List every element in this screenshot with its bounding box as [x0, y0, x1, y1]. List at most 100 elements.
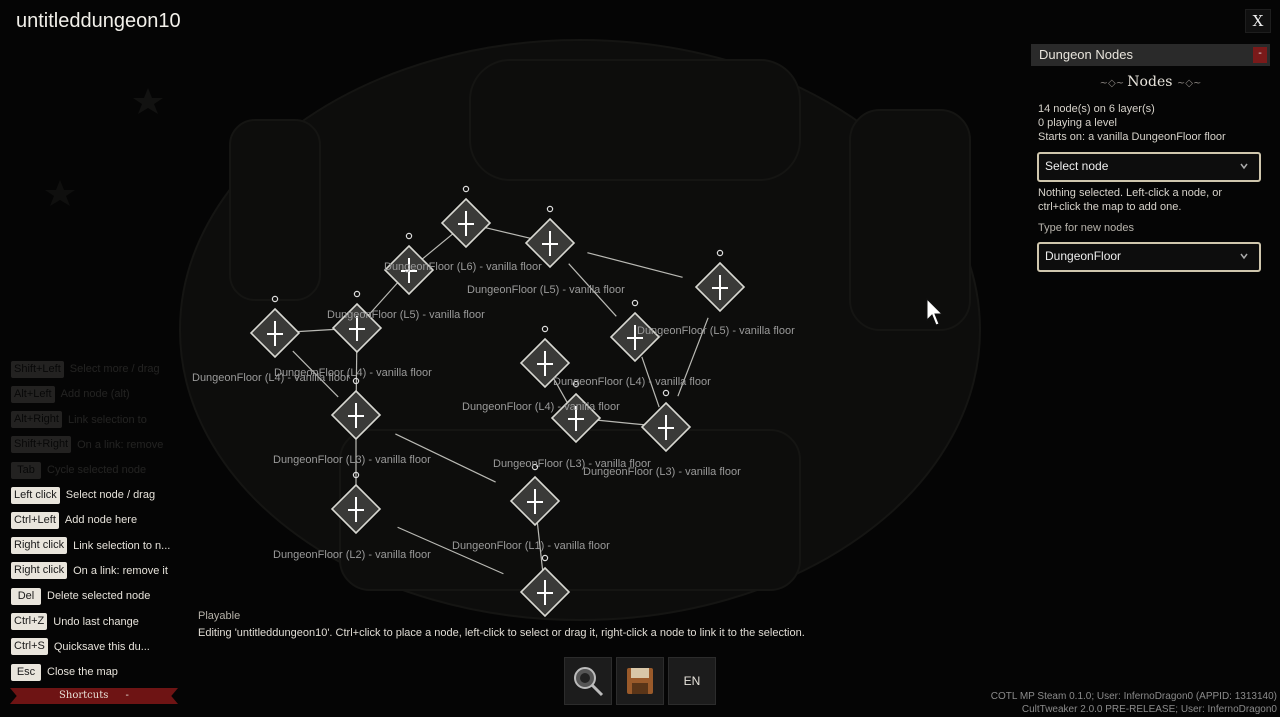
window-title: untitleddungeon10 — [16, 10, 181, 32]
dungeon-node[interactable] — [550, 380, 602, 444]
node-handle[interactable] — [352, 377, 360, 385]
shortcut-description: Select node / drag — [65, 489, 156, 501]
shortcut-key: Alt+Left — [11, 385, 55, 403]
dungeon-node[interactable] — [383, 232, 435, 296]
node-link[interactable] — [595, 419, 647, 426]
node-handle[interactable] — [662, 389, 670, 397]
node-link[interactable] — [536, 520, 544, 573]
shortcuts-banner[interactable]: Shortcuts - — [10, 688, 178, 704]
version-line-1: COTL MP Steam 0.1.0; User: InfernoDragon… — [990, 691, 1277, 702]
dungeon-node[interactable] — [609, 299, 661, 363]
dungeon-node[interactable] — [509, 463, 561, 527]
node-handle[interactable] — [541, 554, 549, 562]
dungeon-node[interactable] — [694, 249, 746, 313]
node-link[interactable] — [677, 317, 709, 397]
node-handle[interactable] — [541, 325, 549, 333]
node-link[interactable] — [292, 350, 339, 398]
node-handle[interactable] — [405, 232, 413, 240]
node-link[interactable] — [397, 526, 504, 575]
node-label: DungeonFloor (L4) - vanilla floor — [553, 376, 711, 388]
shortcut-description: Undo last change — [53, 615, 139, 628]
inspect-icon — [574, 667, 604, 697]
save-icon — [627, 668, 653, 694]
dungeon-node[interactable] — [330, 377, 382, 441]
dungeon-node[interactable] — [249, 295, 301, 359]
shortcut-description: Delete selected node — [47, 590, 151, 603]
ornament-right-icon: ~◇~ — [1176, 78, 1202, 89]
panel-header-title: Dungeon Nodes — [1039, 47, 1133, 62]
shortcuts-banner-label: Shortcuts — [59, 690, 109, 701]
dungeon-node[interactable] — [519, 554, 571, 618]
node-link[interactable] — [568, 263, 617, 317]
node-label: DungeonFloor (L4) - vanilla floor — [274, 367, 432, 379]
select-node-value: Select node — [1045, 159, 1109, 173]
dungeon-node[interactable] — [524, 205, 576, 269]
node-handle[interactable] — [631, 299, 639, 307]
node-link[interactable] — [421, 232, 454, 261]
ornament-left-icon: ~◇~ — [1099, 78, 1128, 89]
panel-collapse-button[interactable]: - — [1253, 47, 1267, 63]
node-handle[interactable] — [352, 471, 360, 479]
shortcut-key: Shift+Left — [11, 360, 64, 378]
dungeon-node[interactable] — [640, 389, 692, 453]
node-link[interactable] — [367, 282, 399, 316]
node-handle[interactable] — [353, 290, 361, 298]
node-link[interactable] — [551, 374, 570, 407]
node-label: DungeonFloor (L5) - vanilla floor — [467, 284, 625, 296]
node-link[interactable] — [395, 433, 496, 483]
close-button[interactable]: X — [1245, 9, 1271, 33]
selection-hint-2: ctrl+click the map to add one. — [1038, 201, 1182, 213]
shortcut-key: Tab — [11, 461, 41, 479]
chevron-down-icon — [1240, 253, 1248, 260]
inspect-button[interactable] — [564, 657, 612, 705]
shortcuts-toggle[interactable]: - — [125, 690, 129, 701]
save-button[interactable] — [616, 657, 664, 705]
node-type-dropdown[interactable]: DungeonFloor — [1037, 242, 1261, 272]
shortcut-description: Add node (alt) — [60, 388, 130, 401]
node-link[interactable] — [587, 252, 683, 278]
shortcut-key: Esc — [11, 663, 41, 681]
language-button[interactable]: EN — [668, 657, 716, 705]
node-label: DungeonFloor (L1) - vanilla floor — [452, 540, 610, 552]
node-handle[interactable] — [271, 295, 279, 303]
shortcut-description: Link selection to n... — [73, 539, 171, 552]
shortcut-description: Quicksave this du... — [53, 640, 150, 653]
dungeon-node[interactable] — [330, 471, 382, 535]
node-handle[interactable] — [531, 463, 539, 471]
shortcut-row: Ctrl+Z Undo last change — [11, 613, 139, 631]
version-line-2: CultTweaker 2.0.0 PRE-RELEASE; User: Inf… — [1021, 704, 1277, 715]
node-handle[interactable] — [716, 249, 724, 257]
node-label: DungeonFloor (L6) - vanilla floor — [384, 261, 542, 273]
node-link[interactable] — [293, 328, 339, 333]
dungeon-node[interactable] — [519, 325, 571, 389]
shortcut-row: Alt+Left Add node (alt) — [11, 385, 130, 403]
node-handle[interactable] — [546, 205, 554, 213]
status-message: Editing 'untitleddungeon10'. Ctrl+click … — [198, 627, 805, 639]
node-label: DungeonFloor (L5) - vanilla floor — [327, 309, 485, 321]
shortcut-key: Ctrl+Z — [11, 613, 48, 630]
shortcut-row: Shift+Left Select more / drag — [11, 360, 160, 378]
shortcut-key: Alt+Right — [11, 411, 62, 429]
shortcut-key: Ctrl+S — [11, 638, 48, 656]
panel-header[interactable]: Dungeon Nodes - — [1031, 44, 1270, 66]
dungeon-node[interactable] — [331, 290, 383, 354]
node-label: DungeonFloor (L4) - vanilla floor — [462, 401, 620, 413]
node-link[interactable] — [355, 347, 358, 396]
node-link[interactable] — [641, 356, 660, 408]
node-handle[interactable] — [572, 380, 580, 388]
select-node-dropdown[interactable]: Select node — [1037, 152, 1261, 182]
dungeon-node[interactable] — [440, 185, 492, 249]
shortcut-description: On a link: remove it — [73, 564, 168, 577]
node-link[interactable] — [484, 226, 532, 240]
shortcut-key: Shift+Right — [11, 436, 72, 454]
shortcut-description: Close the map — [47, 666, 118, 679]
shortcut-description: Select more / drag — [69, 363, 160, 375]
node-handle[interactable] — [462, 185, 470, 193]
